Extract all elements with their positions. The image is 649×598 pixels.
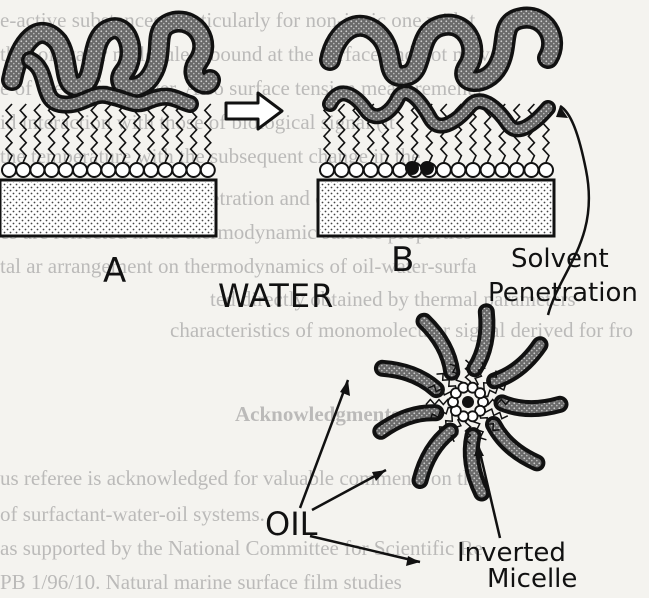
transition-arrow bbox=[226, 93, 282, 129]
label-water: WATER bbox=[218, 280, 334, 312]
label-oil: OIL bbox=[265, 508, 317, 540]
panel-b bbox=[318, 18, 554, 236]
surfactant-head bbox=[87, 163, 101, 177]
substrate-b-fill bbox=[320, 182, 552, 234]
surfactant-tail bbox=[91, 104, 97, 162]
surfactant-tail bbox=[20, 104, 26, 162]
surfactant-head bbox=[320, 163, 334, 177]
label-b: B bbox=[391, 243, 414, 277]
label-solvent: Solvent bbox=[511, 246, 609, 272]
oil-arrowhead bbox=[372, 470, 386, 481]
surfactant-tail bbox=[176, 104, 182, 162]
surfactant-head bbox=[2, 163, 16, 177]
surfactant-head bbox=[393, 163, 407, 177]
surfactant-tail bbox=[162, 104, 168, 162]
surfactant-head bbox=[130, 163, 144, 177]
inverted-micelle bbox=[381, 312, 560, 493]
surfactant-head bbox=[524, 163, 538, 177]
surfactant-tails-a bbox=[6, 104, 211, 162]
surfactant-tail bbox=[6, 104, 12, 162]
surfactant-head bbox=[437, 163, 451, 177]
surfactant-tail bbox=[324, 104, 330, 162]
oil-arrows bbox=[300, 380, 420, 566]
surfactant-tail bbox=[49, 104, 55, 162]
surfactant-tail bbox=[205, 104, 211, 162]
solvent-molecule bbox=[420, 161, 434, 175]
surfactant-head bbox=[466, 163, 480, 177]
surfactant-head bbox=[335, 163, 349, 177]
surfactant-tail bbox=[339, 104, 345, 162]
surfactant-head bbox=[495, 163, 509, 177]
panel-a bbox=[0, 22, 216, 236]
oil-arrow bbox=[300, 380, 348, 508]
surfactant-head bbox=[101, 163, 115, 177]
surfactant-head bbox=[201, 163, 215, 177]
label-a: A bbox=[103, 254, 126, 288]
surfactant-head bbox=[481, 163, 495, 177]
surfactant-tail bbox=[120, 104, 126, 162]
oil-coil-a bbox=[12, 22, 210, 105]
substrate-a-fill bbox=[2, 182, 214, 234]
surfactant-tail bbox=[77, 104, 83, 162]
surfactant-head bbox=[73, 163, 87, 177]
surfactant-head bbox=[510, 163, 524, 177]
label-penetration: Penetration bbox=[488, 280, 638, 306]
surfactant-head bbox=[144, 163, 158, 177]
surfactant-head bbox=[364, 163, 378, 177]
surfactant-head bbox=[539, 163, 553, 177]
label-inverted: Inverted bbox=[457, 540, 566, 566]
surfactant-tail bbox=[148, 104, 154, 162]
surfactant-head bbox=[116, 163, 130, 177]
micelle-core bbox=[462, 396, 474, 408]
label-micelle: Micelle bbox=[487, 566, 577, 592]
surfactant-head bbox=[172, 163, 186, 177]
oil-arrowhead bbox=[340, 380, 350, 396]
micelle-head bbox=[475, 388, 485, 398]
oil-coil-b bbox=[330, 18, 552, 130]
surfactant-tail bbox=[34, 104, 40, 162]
oil-arrow bbox=[310, 536, 420, 562]
solvent-molecule bbox=[405, 161, 419, 175]
surfactant-head bbox=[451, 163, 465, 177]
surfactant-head bbox=[187, 163, 201, 177]
surfactant-tail bbox=[134, 104, 140, 162]
surfactant-tail bbox=[105, 104, 111, 162]
surfactant-heads-b bbox=[320, 163, 553, 177]
surfactant-head bbox=[349, 163, 363, 177]
surfactant-head bbox=[158, 163, 172, 177]
surfactant-head bbox=[59, 163, 73, 177]
surfactant-head bbox=[378, 163, 392, 177]
surfactant-head bbox=[16, 163, 30, 177]
surfactant-head bbox=[30, 163, 44, 177]
oil-arrowhead bbox=[406, 556, 420, 566]
surfactant-head bbox=[45, 163, 59, 177]
surfactant-tail bbox=[412, 104, 418, 162]
surfactant-heads-a bbox=[2, 163, 215, 177]
